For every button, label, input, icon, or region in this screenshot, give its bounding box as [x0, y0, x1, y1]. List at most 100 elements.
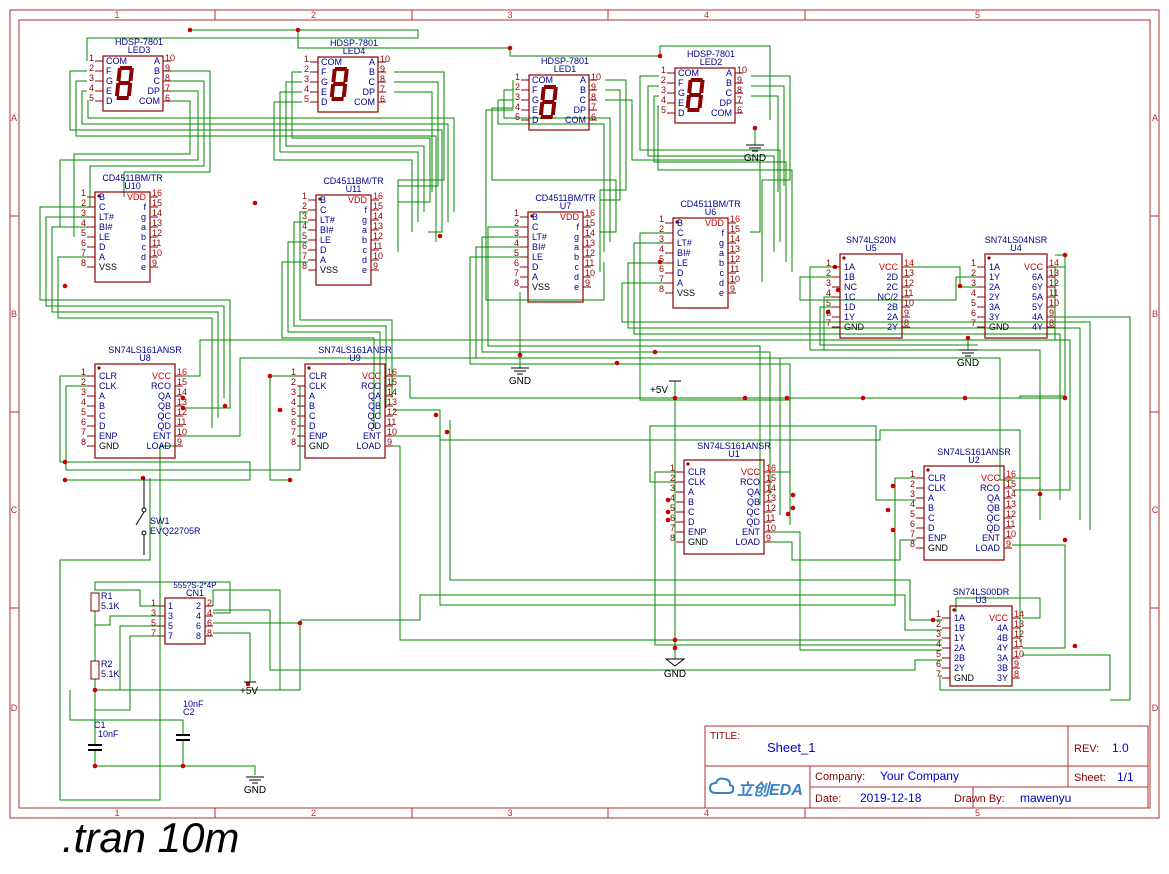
wire [809, 266, 1041, 520]
pin-number: 4 [302, 221, 307, 231]
pin-label: 1B [954, 623, 965, 633]
pin-label: E [532, 105, 538, 115]
pin-number: 1 [514, 208, 519, 218]
reference-designator: U6 [705, 207, 717, 217]
junction-dot [657, 53, 663, 59]
outer-border [9, 9, 1160, 819]
junction-dot [277, 407, 283, 413]
pin-number: 5 [661, 105, 666, 115]
pin-number: 9 [585, 278, 590, 288]
wire [751, 85, 785, 186]
pin-label: QB [987, 503, 1000, 513]
pin-number: 8 [302, 261, 307, 271]
company-value: Your Company [880, 769, 959, 783]
pin-label: VDD [560, 212, 580, 222]
part-number: HDSP-7801 [115, 37, 163, 47]
pin-label: B [532, 212, 538, 222]
pin-label: DP [362, 87, 375, 97]
ic-body [94, 363, 176, 459]
display-segment [543, 85, 557, 89]
pin-number: 2 [207, 598, 212, 608]
gnd-label: GND [744, 153, 766, 164]
wire [653, 95, 787, 262]
pin-number: 11 [373, 241, 382, 251]
pin-label: f [364, 205, 367, 215]
pin-label: LT# [99, 212, 114, 222]
wire [39, 206, 231, 409]
pin-label: D [532, 115, 539, 125]
pin-number: 6 [737, 105, 742, 115]
pin-label: B [580, 85, 586, 95]
wire-layer [39, 27, 1131, 801]
pin-number: 9 [380, 64, 385, 74]
pin-label: BI# [320, 225, 334, 235]
wire [393, 445, 942, 641]
pin-label: 1D [844, 302, 856, 312]
pin-label: B [369, 67, 375, 77]
part-number: HDSP-7801 [541, 56, 589, 66]
pin-number: 10 [1006, 529, 1016, 539]
pin-label: A [726, 68, 732, 78]
pin-label: QA [987, 493, 1000, 503]
pin-number: 3 [291, 387, 296, 397]
resistor-body [90, 592, 100, 612]
junction-dot [297, 620, 303, 626]
pin-label: C [726, 88, 733, 98]
frame-col-label-top: 2 [311, 10, 316, 20]
title-block: TITLE: Sheet_1 REV: 1.0 Company: Your Co… [704, 725, 1149, 809]
pin-label: 3 [168, 611, 173, 621]
pin-number: 7 [826, 318, 831, 328]
pin-number: 2 [971, 268, 976, 278]
pin-number: 3 [514, 228, 519, 238]
frame-col-label-top: 1 [114, 10, 119, 20]
pin-number: 1 [670, 463, 675, 473]
switch-arm [135, 511, 145, 526]
junction-dot [222, 403, 228, 409]
pin-number: 13 [152, 218, 162, 228]
wire [627, 262, 1081, 520]
pin-number: 2 [81, 198, 86, 208]
vcc-symbol: +5V [650, 380, 681, 396]
pin-number: 11 [766, 513, 775, 523]
pin-number: 15 [1006, 479, 1016, 489]
pin-label: LT# [532, 232, 547, 242]
pin-number: 4 [514, 238, 519, 248]
pin-label: VCC [741, 467, 761, 477]
pin-number: 3 [659, 234, 664, 244]
pin-label: B [320, 195, 326, 205]
display-segment [116, 68, 122, 81]
pin-number: 6 [826, 308, 831, 318]
frame-row-label-right: B [1152, 309, 1158, 319]
display-segment [334, 67, 347, 71]
pin-label: B [677, 218, 683, 228]
pin-number: 9 [737, 75, 742, 85]
pin-number: 11 [585, 258, 594, 268]
pin-label: 3Y [997, 673, 1008, 683]
pin-number: 1 [515, 72, 520, 82]
wire [823, 296, 832, 350]
pin-number: 10 [177, 427, 187, 437]
junction-dot [965, 335, 971, 341]
ground-symbol: GND [957, 349, 979, 369]
pin-label: LE [99, 232, 110, 242]
wire [287, 241, 381, 418]
pin-label: 7 [168, 631, 173, 641]
pin-number: 5 [81, 407, 86, 417]
wire [65, 385, 301, 471]
pin-label: QD [368, 421, 382, 431]
pin-number: 11 [152, 238, 161, 248]
pin-number: 2 [670, 473, 675, 483]
pin-number: 8 [659, 284, 664, 294]
pin-label: BI# [532, 242, 546, 252]
pin-label: QD [158, 421, 172, 431]
pin-number: 8 [910, 539, 915, 549]
pin-number: 12 [730, 254, 740, 264]
pin-number: 7 [151, 628, 156, 638]
pin-label: CLR [99, 371, 118, 381]
display-body [674, 67, 736, 124]
junction-dot [62, 477, 68, 483]
junction-dot [180, 763, 186, 769]
junction-dot [790, 492, 796, 498]
reference-designator: U7 [560, 201, 572, 211]
pin-label: QA [158, 391, 171, 401]
